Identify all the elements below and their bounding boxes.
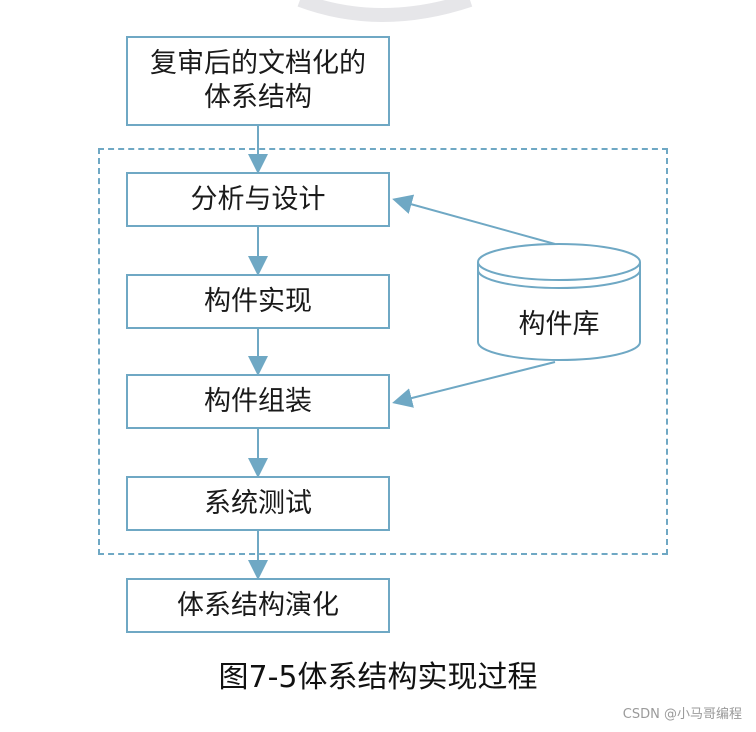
arrow-library-to-analysis <box>392 194 556 245</box>
component-library-cylinder <box>477 243 641 361</box>
node-component-assembly: 构件组装 <box>126 374 390 429</box>
figure-caption: 图7-5体系结构实现过程 <box>218 660 538 695</box>
node-reviewed-architecture: 复审后的文档化的 体系结构 <box>126 36 390 126</box>
node-architecture-evolution: 体系结构演化 <box>126 578 390 633</box>
component-library-label: 构件库 <box>518 309 600 340</box>
node-component-implementation: 构件实现 <box>126 274 390 329</box>
watermark: CSDN @小马哥编程 <box>622 707 742 722</box>
node-analysis-design: 分析与设计 <box>126 172 390 227</box>
node-system-test: 系统测试 <box>126 476 390 531</box>
component-process-frame <box>98 148 668 555</box>
arrow-library-to-assembly <box>392 361 556 408</box>
decorative-arc <box>297 0 473 22</box>
